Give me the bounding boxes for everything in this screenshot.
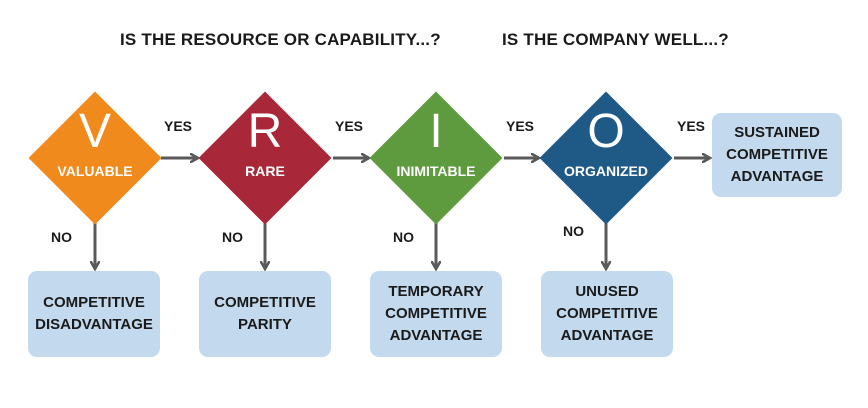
outcome-box-temporary: TEMPORARY COMPETITIVE ADVANTAGE (370, 271, 502, 357)
diamond-label-organized: ORGANIZED (564, 163, 648, 179)
yes-label-1: YES (164, 118, 193, 134)
diamond-letter-i: I (429, 105, 443, 158)
header-company-question: IS THE COMPANY WELL...? (502, 30, 729, 49)
yes-label-3: YES (506, 118, 535, 134)
diamond-organized: O ORGANIZED (539, 91, 673, 225)
diamond-rare: R RARE (198, 91, 332, 225)
yes-label-2: YES (335, 118, 364, 134)
no-label-2: NO (222, 229, 243, 245)
diamond-letter-v: V (78, 105, 111, 158)
yes-label-4: YES (677, 118, 706, 134)
diamond-letter-r: R (247, 105, 283, 158)
outcome-box-sustained: SUSTAINED COMPETITIVE ADVANTAGE (712, 113, 842, 197)
outcome-box-unused: UNUSED COMPETITIVE ADVANTAGE (541, 271, 673, 357)
diamond-label-rare: RARE (245, 163, 285, 179)
diamond-valuable: V VALUABLE (28, 91, 162, 225)
outcome-box-disadvantage: COMPETITIVE DISADVANTAGE (28, 271, 160, 357)
diamond-inimitable: I INIMITABLE (369, 91, 503, 225)
outcome-box-parity: COMPETITIVE PARITY (199, 271, 331, 357)
no-label-1: NO (51, 229, 72, 245)
no-label-3: NO (393, 229, 414, 245)
header-resource-question: IS THE RESOURCE OR CAPABILITY...? (120, 30, 441, 49)
diamond-label-valuable: VALUABLE (57, 163, 133, 179)
diamond-label-inimitable: INIMITABLE (396, 163, 476, 179)
diamond-letter-o: O (587, 105, 625, 158)
no-label-4: NO (563, 223, 584, 239)
